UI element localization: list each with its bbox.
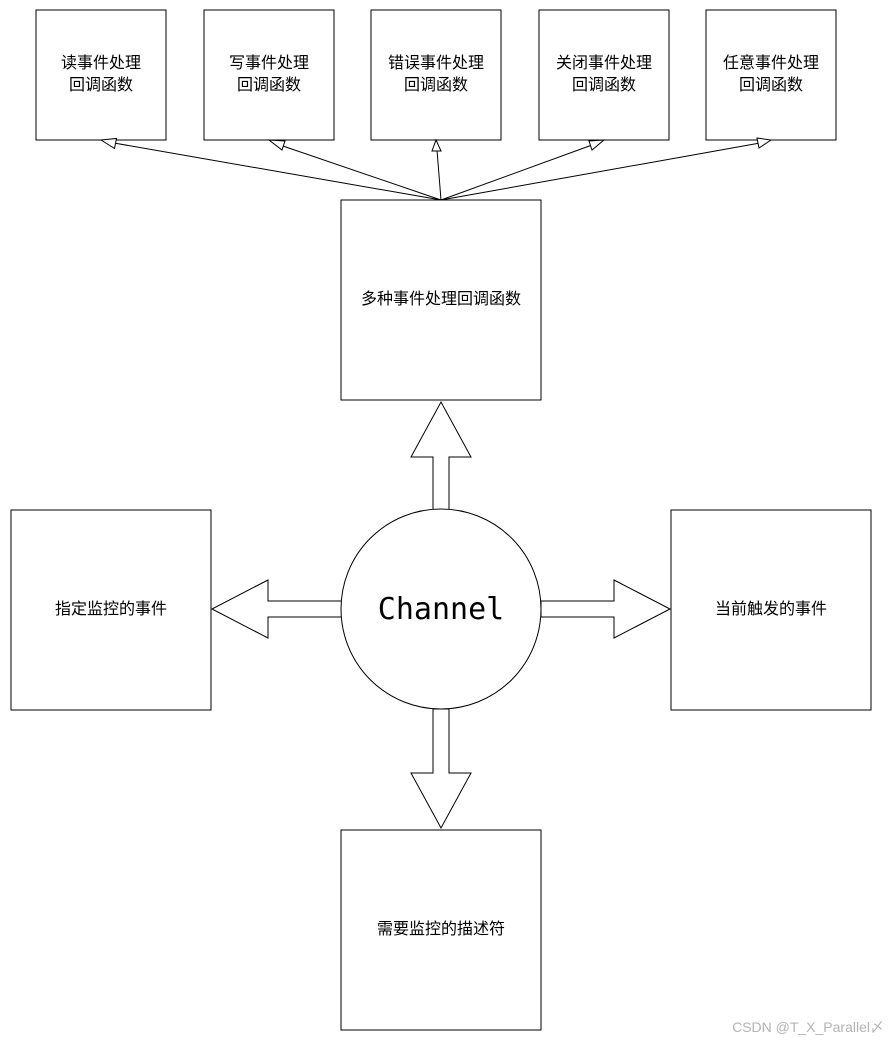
connector-any-arrowhead — [756, 137, 773, 149]
watched-events-box — [10, 509, 212, 711]
callback-any: 任意事件处理 回调函数 — [705, 9, 837, 141]
callback-any-line2: 回调函数 — [739, 75, 803, 94]
callback-write-line1: 写事件处理 — [229, 53, 309, 72]
callback-error: 错误事件处理 回调函数 — [370, 9, 502, 141]
triggered-events-label: 当前触发的事件 — [715, 599, 827, 618]
callbacks-hub-box — [340, 199, 542, 401]
callback-error-line2: 回调函数 — [404, 75, 468, 94]
connector-read — [113, 142, 442, 201]
arrow-up-to-hub — [410, 400, 472, 511]
arrow-right-to-triggered-events — [540, 579, 672, 639]
watched-events: 指定监控的事件 — [10, 509, 212, 711]
callback-connectors — [99, 137, 773, 201]
file-descriptor-label: 需要监控的描述符 — [377, 919, 505, 938]
callbacks-hub-label: 多种事件处理回调函数 — [361, 289, 521, 308]
connector-read-arrowhead — [99, 137, 118, 150]
callback-close-box — [538, 9, 670, 141]
connector-error — [436, 149, 442, 201]
callbacks-hub: 多种事件处理回调函数 — [340, 199, 542, 401]
watched-events-label: 指定监控的事件 — [55, 599, 167, 618]
connector-close — [440, 144, 593, 201]
callback-read-line2: 回调函数 — [69, 75, 133, 94]
connector-error-arrowhead — [431, 138, 442, 152]
callback-any-line1: 任意事件处理 — [723, 53, 819, 72]
connector-write — [279, 144, 442, 201]
connector-close-arrowhead — [588, 139, 606, 151]
arrow-down-to-descriptor — [410, 708, 472, 830]
callback-read: 读事件处理 回调函数 — [35, 9, 167, 141]
callback-write-line2: 回调函数 — [237, 75, 301, 94]
callback-error-line1: 错误事件处理 — [388, 53, 484, 72]
triggered-events-box — [670, 509, 872, 711]
file-descriptor-box — [340, 829, 542, 1031]
arrow-left-to-watched-events — [210, 579, 343, 639]
channel-node: Channel — [340, 508, 542, 710]
callback-error-box — [370, 9, 502, 141]
callback-close-line2: 回调函数 — [572, 75, 636, 94]
channel-label: Channel — [378, 592, 504, 627]
connector-any — [440, 142, 761, 201]
callback-write: 写事件处理 回调函数 — [203, 9, 335, 141]
callback-read-line1: 读事件处理 — [61, 53, 141, 72]
callback-read-box — [35, 9, 167, 141]
callback-close-line1: 关闭事件处理 — [556, 53, 652, 72]
callback-any-box — [705, 9, 837, 141]
file-descriptor: 需要监控的描述符 — [340, 829, 542, 1031]
csdn-watermark: CSDN @T_X_Parallel〆 — [732, 1019, 884, 1035]
callback-write-box — [203, 9, 335, 141]
callback-close: 关闭事件处理 回调函数 — [538, 9, 670, 141]
triggered-events: 当前触发的事件 — [670, 509, 872, 711]
connector-write-arrowhead — [267, 139, 286, 151]
